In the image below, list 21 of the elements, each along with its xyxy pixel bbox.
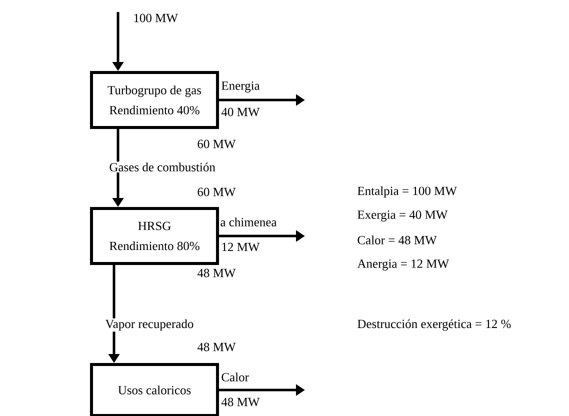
- process-box: HRSG Rendimiento 80%: [90, 207, 219, 265]
- value-label: Entalpia = 100 MW: [358, 186, 457, 198]
- value-label: Calor = 48 MW: [358, 236, 437, 244]
- edge-label: 100 MW: [132, 12, 179, 24]
- value-label: 48 MW: [197, 342, 236, 352]
- edge-label: Gases de combustión: [108, 162, 216, 172]
- edge-label: Vapor recuperado: [104, 318, 195, 332]
- value-label: 48 MW: [197, 268, 236, 278]
- edge-label: a chimenea: [219, 216, 278, 228]
- value-label: 60 MW: [198, 188, 236, 196]
- edge-label: Calor: [220, 372, 250, 382]
- value-label: Destrucción exergética = 12 %: [358, 319, 511, 331]
- process-box: Turbogrupo de gas Rendimiento 40%: [90, 71, 219, 129]
- edge-label: Energia: [220, 80, 261, 94]
- value-label: Anergia = 12 MW: [357, 260, 450, 270]
- process-box: Usos caloricos: [90, 363, 219, 416]
- value-label: 48 MW: [221, 398, 260, 406]
- value-label: Exergia = 40 MW: [358, 210, 448, 222]
- value-label: 60 MW: [198, 140, 236, 148]
- value-label: 12 MW: [222, 242, 260, 252]
- value-label: 40 MW: [221, 108, 260, 116]
